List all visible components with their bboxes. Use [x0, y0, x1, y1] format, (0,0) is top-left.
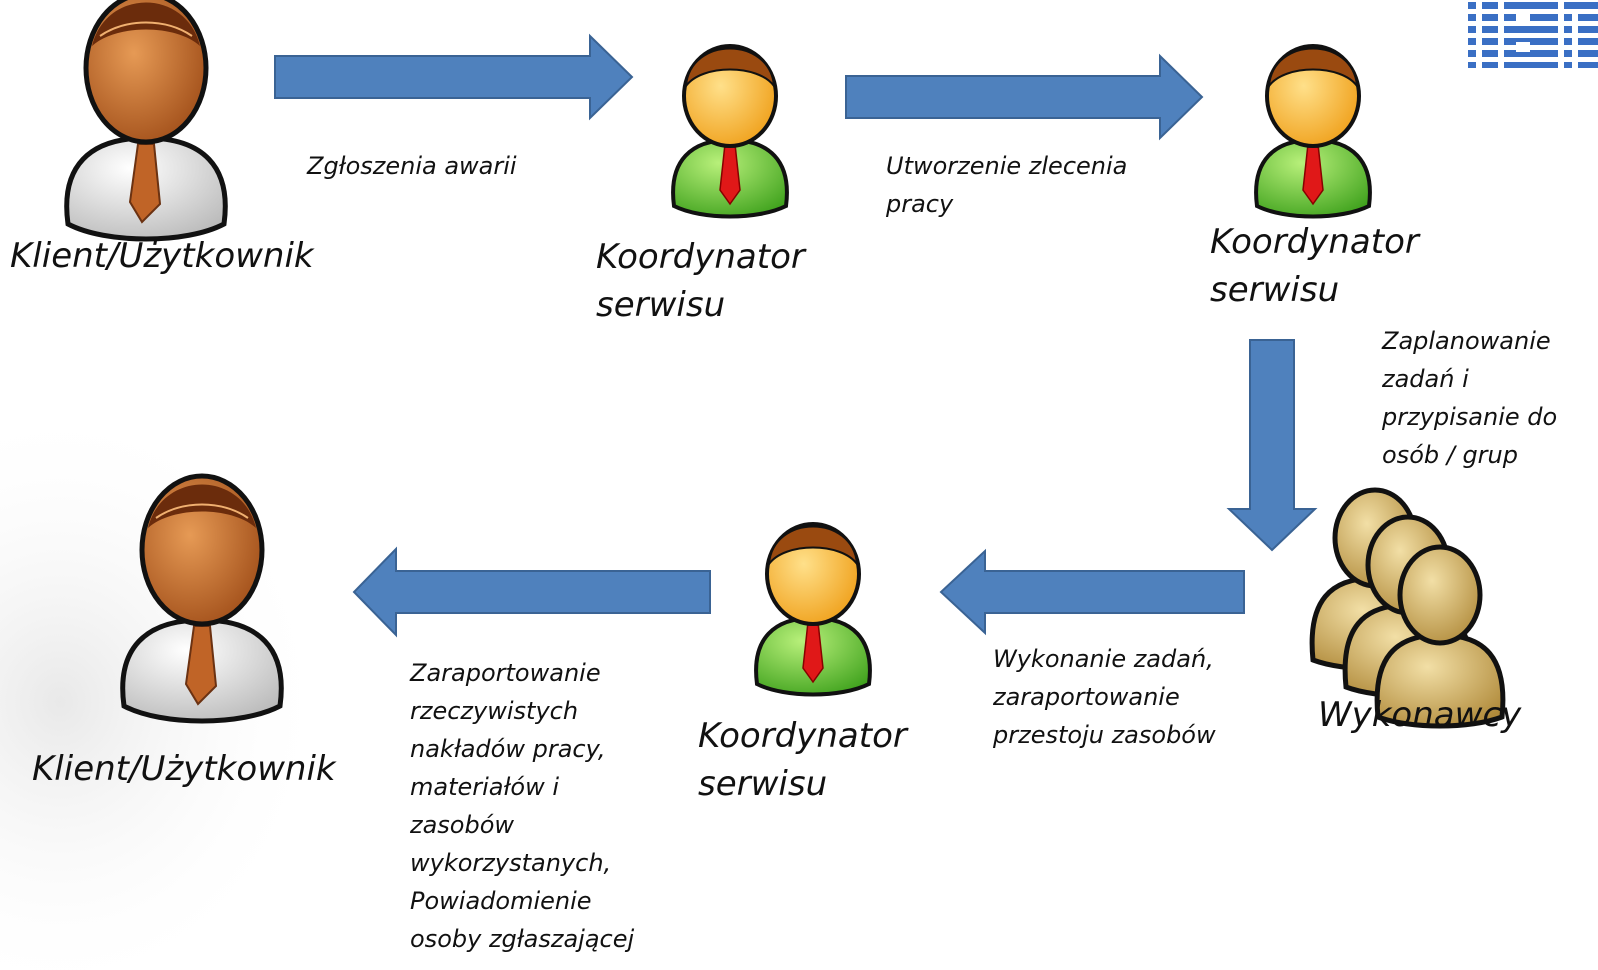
edge-label-line: osoby zgłaszającej: [410, 925, 635, 953]
person-brown-icon: [123, 476, 282, 721]
edge-label-line: Zaraportowanie: [410, 659, 601, 687]
coordinator-1-label: Koordynator serwisu: [596, 233, 805, 329]
edge-label-planning: Zaplanowanie zadań i przypisanie do osób…: [1382, 322, 1557, 474]
person-green-icon: [754, 522, 872, 697]
coordinator-3-label-line1: Koordynator: [698, 716, 907, 756]
edge-label-line: Utworzenie zlecenia: [886, 152, 1128, 180]
coordinator-2-label-line2: serwisu: [1210, 270, 1340, 310]
edge-label-line: Wykonanie zadań,: [993, 645, 1214, 673]
edge-label-line: wykorzystanych,: [410, 849, 612, 877]
edge-label-line: osób / grup: [1382, 441, 1518, 469]
coordinator-3-label-line2: serwisu: [698, 764, 828, 804]
coordinator-3-label: Koordynator serwisu: [698, 712, 907, 808]
arrow-coordinator-to-client: [352, 546, 711, 638]
client-top-label: Klient/Użytkownik: [10, 236, 314, 276]
edge-label-line: zaraportowanie: [993, 683, 1180, 711]
arrow-coordinator-to-contractors: [1226, 339, 1318, 552]
coordinator-1-label-line1: Koordynator: [596, 237, 805, 277]
edge-label-execution: Wykonanie zadań, zaraportowanie przestoj…: [993, 640, 1216, 754]
coordinator-2-label: Koordynator serwisu: [1210, 218, 1419, 314]
edge-label-line: zasobów: [410, 811, 515, 839]
arrow-contractors-to-coordinator: [939, 548, 1245, 636]
edge-label-work-order: Utworzenie zlecenia pracy: [886, 147, 1127, 223]
edge-label-line: pracy: [886, 190, 954, 218]
edge-label-line: rzeczywistych: [410, 697, 579, 725]
edge-label-line: Powiadomienie: [410, 887, 592, 915]
contractors-label: Wykonawcy: [1318, 695, 1522, 735]
edge-label-line: przestoju zasobów: [993, 721, 1216, 749]
person-green-icon: [1254, 44, 1372, 219]
person-green-icon: [671, 44, 789, 219]
edge-label-line: nakładów pracy,: [410, 735, 606, 763]
edge-label-reporting: Zaraportowanie rzeczywistych nakładów pr…: [410, 654, 634, 958]
arrow-client-to-coordinator: [274, 33, 634, 121]
coordinator-2-label-line1: Koordynator: [1210, 222, 1419, 262]
edge-label-failure-report: Zgłoszenia awarii: [307, 152, 517, 180]
edge-label-line: Zaplanowanie: [1382, 327, 1551, 355]
client-bottom-label: Klient/Użytkownik: [32, 749, 336, 789]
ibm-logo: [1468, 0, 1598, 68]
ibm-logo-icon: [1468, 0, 1598, 68]
arrow-coordinator-to-coordinator: [845, 53, 1204, 141]
edge-label-line: zadań i: [1382, 365, 1469, 393]
edge-label-line: przypisanie do: [1382, 403, 1558, 431]
person-brown-icon: [67, 0, 226, 239]
edge-label-line: materiałów i: [410, 773, 560, 801]
coordinator-1-label-line2: serwisu: [596, 285, 726, 325]
